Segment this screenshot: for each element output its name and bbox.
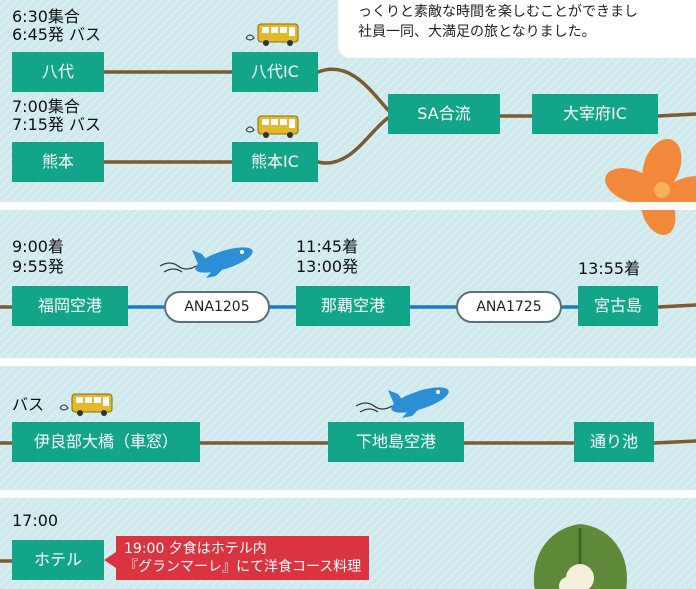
station-kumamoto-ic: 熊本IC [232, 142, 318, 182]
station-fukuoka-airport: 福岡空港 [12, 286, 128, 326]
bus-icon [245, 23, 299, 46]
intro-callout: っくりと素敵な時間を楽しむことができまし 社員一同、大満足の旅となりました。 [338, 0, 696, 58]
departure-time: 7:00集合 [12, 97, 80, 116]
arrival-time: 17:00 [12, 511, 59, 530]
section-divider [0, 358, 696, 366]
flight-number-badge: ANA1725 [456, 291, 562, 323]
island-route-lines [0, 439, 696, 445]
arrival-time: 9:00着 [12, 237, 64, 256]
station-miyakojima: 宮古島 [578, 286, 658, 326]
dinner-note-line2: 『グランマーレ』にて洋食コース料理 [124, 559, 362, 575]
bus-icon [245, 115, 299, 138]
departure-time: 13:00発 [296, 257, 359, 276]
note-pointer [104, 552, 116, 568]
section-divider [0, 202, 696, 210]
dinner-note-line1: 19:00 夕食はホテル内 [124, 541, 267, 557]
station-yatsushiro: 八代 [12, 52, 104, 92]
station-yatsushiro-ic: 八代IC [232, 52, 318, 92]
intro-text-line1: っくりと素敵な時間を楽しむことができまし [358, 4, 638, 20]
section-divider [0, 490, 696, 498]
station-toriike: 通り池 [574, 422, 654, 462]
departure-time: 6:45発 バス [12, 25, 102, 44]
dinner-note: 19:00 夕食はホテル内 『グランマーレ』にて洋食コース料理 [116, 536, 370, 580]
station-dazaifu-ic: 大宰府IC [532, 94, 658, 134]
bus-icon [59, 393, 113, 416]
flight-route-lines [0, 303, 696, 309]
airplane-icon [159, 247, 253, 278]
intro-text-line2: 社員一同、大満足の旅となりました。 [358, 24, 596, 40]
station-hotel: ホテル [12, 540, 104, 580]
monstera-leaf-icon [533, 524, 627, 589]
transport-label: バス [12, 395, 45, 414]
station-shimojishima-airport: 下地島空港 [328, 422, 464, 462]
bus-route-lines [102, 67, 696, 165]
hibiscus-flower-icon [605, 138, 696, 236]
airplane-icon [355, 387, 449, 418]
station-naha-airport: 那覇空港 [296, 286, 410, 326]
arrival-time: 11:45着 [296, 237, 359, 256]
flight-number-badge: ANA1205 [164, 291, 270, 323]
arrival-time: 13:55着 [578, 259, 641, 278]
departure-time: 6:30集合 [12, 7, 80, 26]
station-irabu-bridge: 伊良部大橋（車窓） [12, 422, 200, 462]
departure-time: 9:55発 [12, 257, 64, 276]
station-sa-merge: SA合流 [388, 94, 500, 134]
departure-time: 7:15発 バス [12, 115, 102, 134]
station-kumamoto: 熊本 [12, 142, 104, 182]
